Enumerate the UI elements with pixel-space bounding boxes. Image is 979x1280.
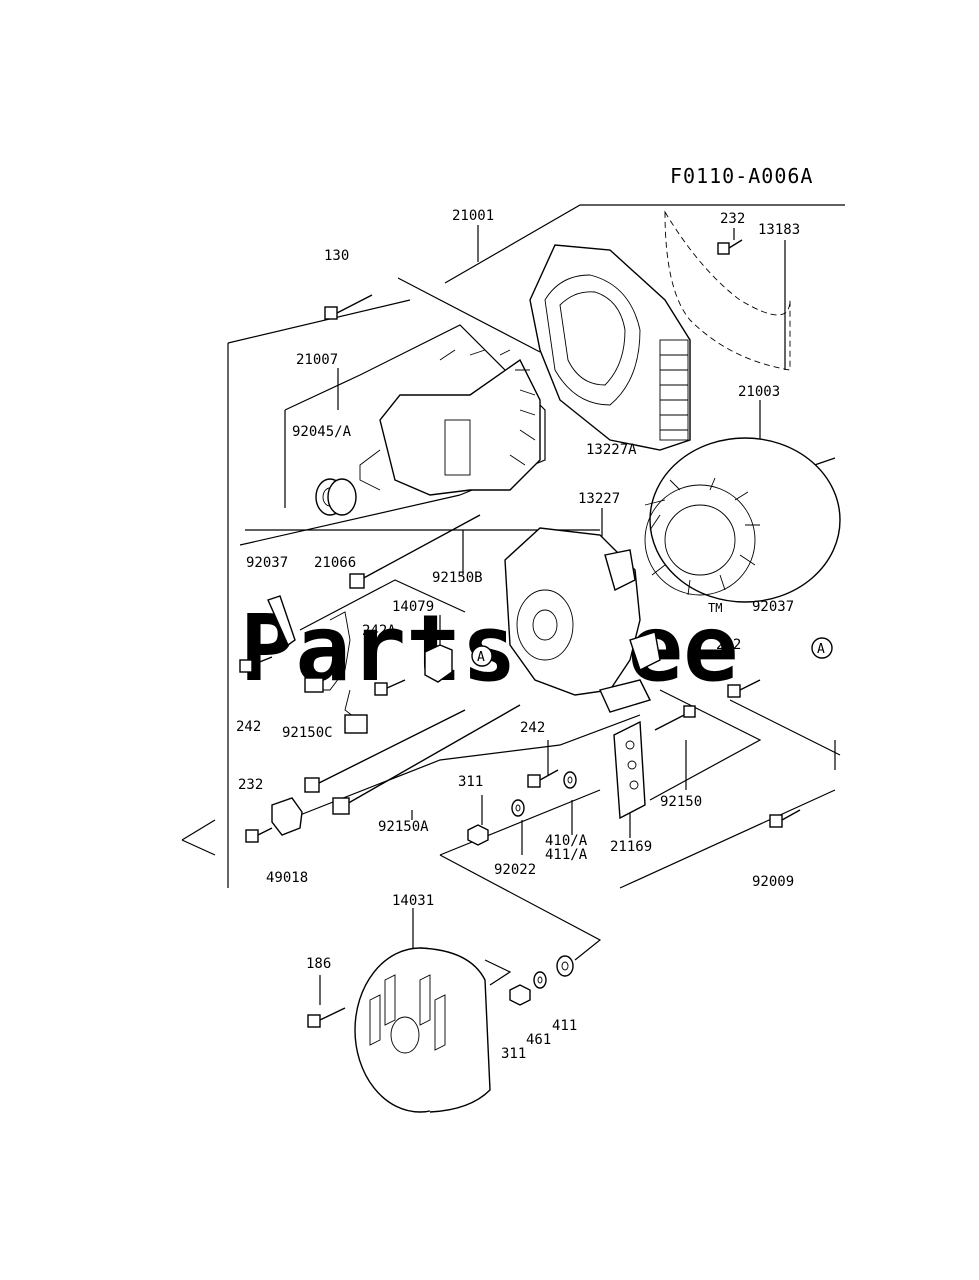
part-label: 242: [520, 720, 545, 736]
part-label: 232: [238, 777, 263, 793]
bolt-icon: [717, 239, 743, 255]
nut-icon: [509, 984, 531, 1006]
part-label: 186: [306, 956, 331, 972]
part-label: 14031: [392, 893, 434, 909]
part-label: 13183: [758, 222, 800, 238]
brush-holder-icon: [424, 644, 453, 683]
bolt-icon: [304, 709, 466, 793]
part-label: 232: [720, 211, 745, 227]
part-label: 21007: [296, 352, 338, 368]
part-label: 461: [526, 1032, 551, 1048]
rotor-icon: [359, 349, 541, 496]
callout-a-right: A: [811, 637, 833, 659]
washer-icon: [511, 799, 525, 817]
washer-icon: [556, 955, 574, 977]
part-label: 130: [324, 248, 349, 264]
bolt-icon: [769, 809, 801, 828]
housing-icon: [529, 244, 691, 451]
diagram-code: F0110-A006A: [670, 164, 813, 188]
bolt-icon: [374, 679, 406, 696]
leader-lines: [181, 204, 845, 1005]
svg-text:A: A: [477, 650, 485, 665]
part-label: 311: [501, 1046, 526, 1062]
part-label: 21169: [610, 839, 652, 855]
part-label: 49018: [266, 870, 308, 886]
watermark-trademark: TM: [708, 601, 722, 615]
small-bolts: [239, 239, 801, 1028]
part-label: 311: [458, 774, 483, 790]
washer-icon: [563, 771, 577, 789]
bolt-icon: [527, 769, 559, 788]
part-label: 242A: [362, 623, 396, 639]
part-label: 13227: [578, 491, 620, 507]
part-label: 410/A: [545, 833, 588, 849]
part-label: 92037: [246, 555, 288, 571]
end-cover-icon: [354, 947, 491, 1113]
end-bracket-icon: [504, 527, 661, 713]
part-label: 21001: [452, 208, 494, 224]
callout-a-left: A: [471, 645, 493, 667]
bolt-icon: [349, 514, 481, 589]
stator-icon: [644, 437, 841, 603]
bolt-icon: [654, 705, 696, 731]
bolt-icon: [332, 704, 521, 815]
part-label: 14079: [392, 599, 434, 615]
part-label: 92150B: [432, 570, 483, 586]
part-label: 242: [236, 719, 261, 735]
bolt-icon: [324, 294, 373, 320]
part-label: 92150C: [282, 725, 333, 741]
connector-icon: [271, 797, 303, 836]
bolt-icon: [245, 827, 273, 843]
washer-icon: [533, 971, 547, 989]
svg-text:A: A: [817, 642, 825, 657]
part-label: 21066: [314, 555, 356, 571]
part-label: 92022: [494, 862, 536, 878]
part-label: 92150A: [378, 819, 429, 835]
nut-icon: [467, 824, 489, 846]
part-labels: 21001 232 13183 130 21007 92045/A 21003 …: [236, 208, 800, 1062]
wiring-harness-icon: [304, 611, 368, 734]
gasket-icon: [664, 210, 791, 371]
terminal-block-icon: [613, 720, 646, 820]
part-label: 411: [552, 1018, 577, 1034]
part-label: 92150: [660, 794, 702, 810]
part-label: 92045/A: [292, 424, 352, 440]
part-label: 411/A: [545, 847, 588, 863]
bearing-icon: [315, 478, 357, 516]
part-label: 92037: [752, 599, 794, 615]
part-label: 92009: [752, 874, 794, 890]
part-label: 232: [716, 637, 741, 653]
spring-clip-icon: [267, 595, 296, 647]
part-label: 13227A: [586, 442, 637, 458]
bolt-icon: [239, 656, 273, 673]
part-label: 21003: [738, 384, 780, 400]
bolt-icon: [727, 679, 761, 698]
bolt-icon: [307, 1007, 346, 1028]
